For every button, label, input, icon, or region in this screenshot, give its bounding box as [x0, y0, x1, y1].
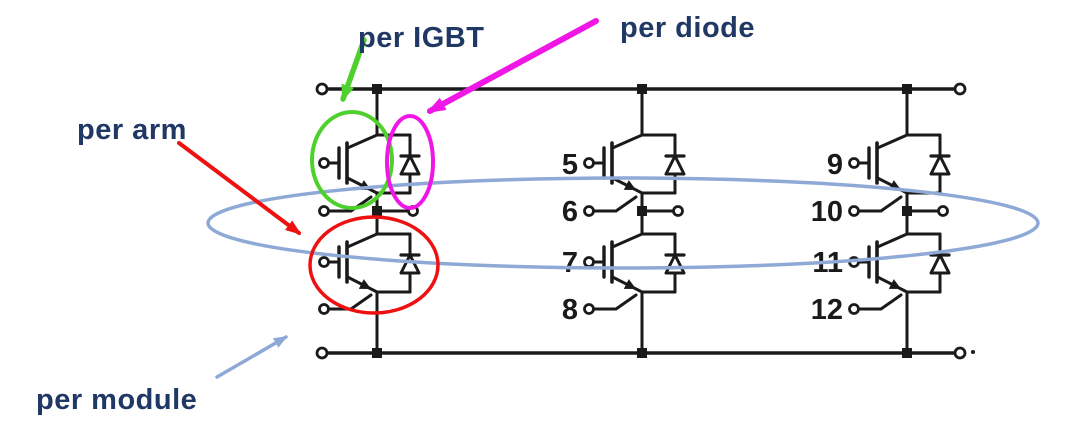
terminal-number-7: 7 — [562, 247, 578, 279]
circuit — [315, 82, 975, 360]
per-module-label: per module — [36, 384, 197, 416]
per-arm-ellipse — [308, 215, 440, 315]
annotations — [177, 18, 1040, 379]
per-igbt-arrow — [340, 37, 367, 102]
per-igbt-ellipse — [310, 110, 394, 210]
per-diode-arrow — [426, 18, 599, 114]
terminal-number-5: 5 — [562, 149, 578, 181]
per-igbt-label: per IGBT — [358, 22, 484, 54]
per-arm-label: per arm — [77, 114, 187, 146]
per-module-arrow — [215, 335, 288, 379]
per-diode-ellipse — [385, 114, 435, 210]
per-diode-label: per diode — [620, 12, 755, 44]
bottom-rail-left-terminal — [315, 346, 329, 360]
per-arm-arrow — [177, 141, 302, 235]
bottom-rail-right-terminal — [953, 346, 967, 360]
terminal-number-8: 8 — [562, 294, 578, 326]
terminal-number-12: 12 — [811, 294, 843, 326]
top-rail-left-terminal — [315, 82, 329, 96]
terminal-number-10: 10 — [811, 196, 843, 228]
terminal-numbers: 5 6 7 8 9 10 11 12 — [562, 149, 843, 326]
top-rail-right-terminal — [953, 82, 967, 96]
stray-dot — [971, 350, 975, 354]
annotation-labels: per IGBT per diode per arm per module — [36, 12, 755, 416]
terminal-number-6: 6 — [562, 196, 578, 228]
per-module-ellipse — [206, 176, 1040, 270]
terminal-number-9: 9 — [827, 149, 843, 181]
